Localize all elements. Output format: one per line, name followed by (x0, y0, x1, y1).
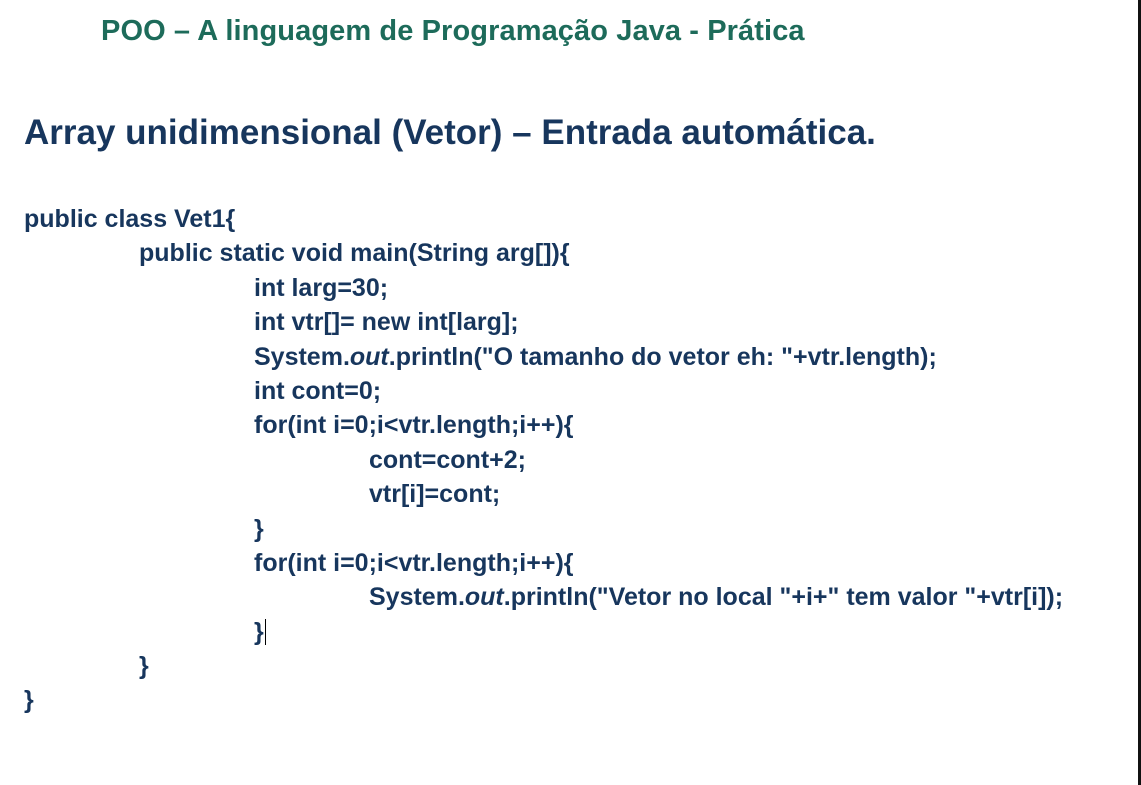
code-line: public static void main(String arg[]){ (139, 239, 570, 268)
code-line: } (24, 686, 34, 715)
code-token: .println("O tamanho do vetor eh: "+vtr.l… (388, 342, 937, 371)
code-line: } (254, 514, 264, 543)
code-token-italic: out (464, 583, 504, 612)
text-cursor (264, 618, 266, 645)
code-block[interactable]: public class Vet1{ public static void ma… (24, 202, 1141, 718)
code-token: System. (254, 342, 350, 371)
slide-header: POO – A linguagem de Programação Java - … (101, 15, 805, 47)
code-line: for(int i=0;i<vtr.length;i++){ (254, 548, 574, 577)
code-line: cont=cont+2; (369, 445, 526, 474)
code-token: .println("Vetor no local "+i+" tem valor… (503, 583, 1064, 612)
code-line: System.out.println("O tamanho do vetor e… (24, 340, 1141, 374)
code-line: int cont=0; (254, 376, 382, 405)
code-line: int vtr[]= new int[larg]; (254, 308, 519, 337)
code-line: } (24, 615, 1141, 649)
code-line: vtr[i]=cont; (369, 480, 501, 509)
slide-title: Array unidimensional (Vetor) – Entrada a… (24, 113, 876, 152)
code-line: } (139, 652, 149, 681)
code-token: } (254, 617, 264, 646)
code-line: public class Vet1{ (24, 205, 236, 233)
window-edge (1138, 0, 1141, 785)
code-token: System. (369, 583, 465, 612)
code-token-italic: out (349, 342, 389, 371)
code-line: for(int i=0;i<vtr.length;i++){ (254, 411, 574, 440)
code-line: int larg=30; (254, 273, 389, 302)
code-line: System.out.println("Vetor no local "+i+"… (24, 580, 1141, 614)
